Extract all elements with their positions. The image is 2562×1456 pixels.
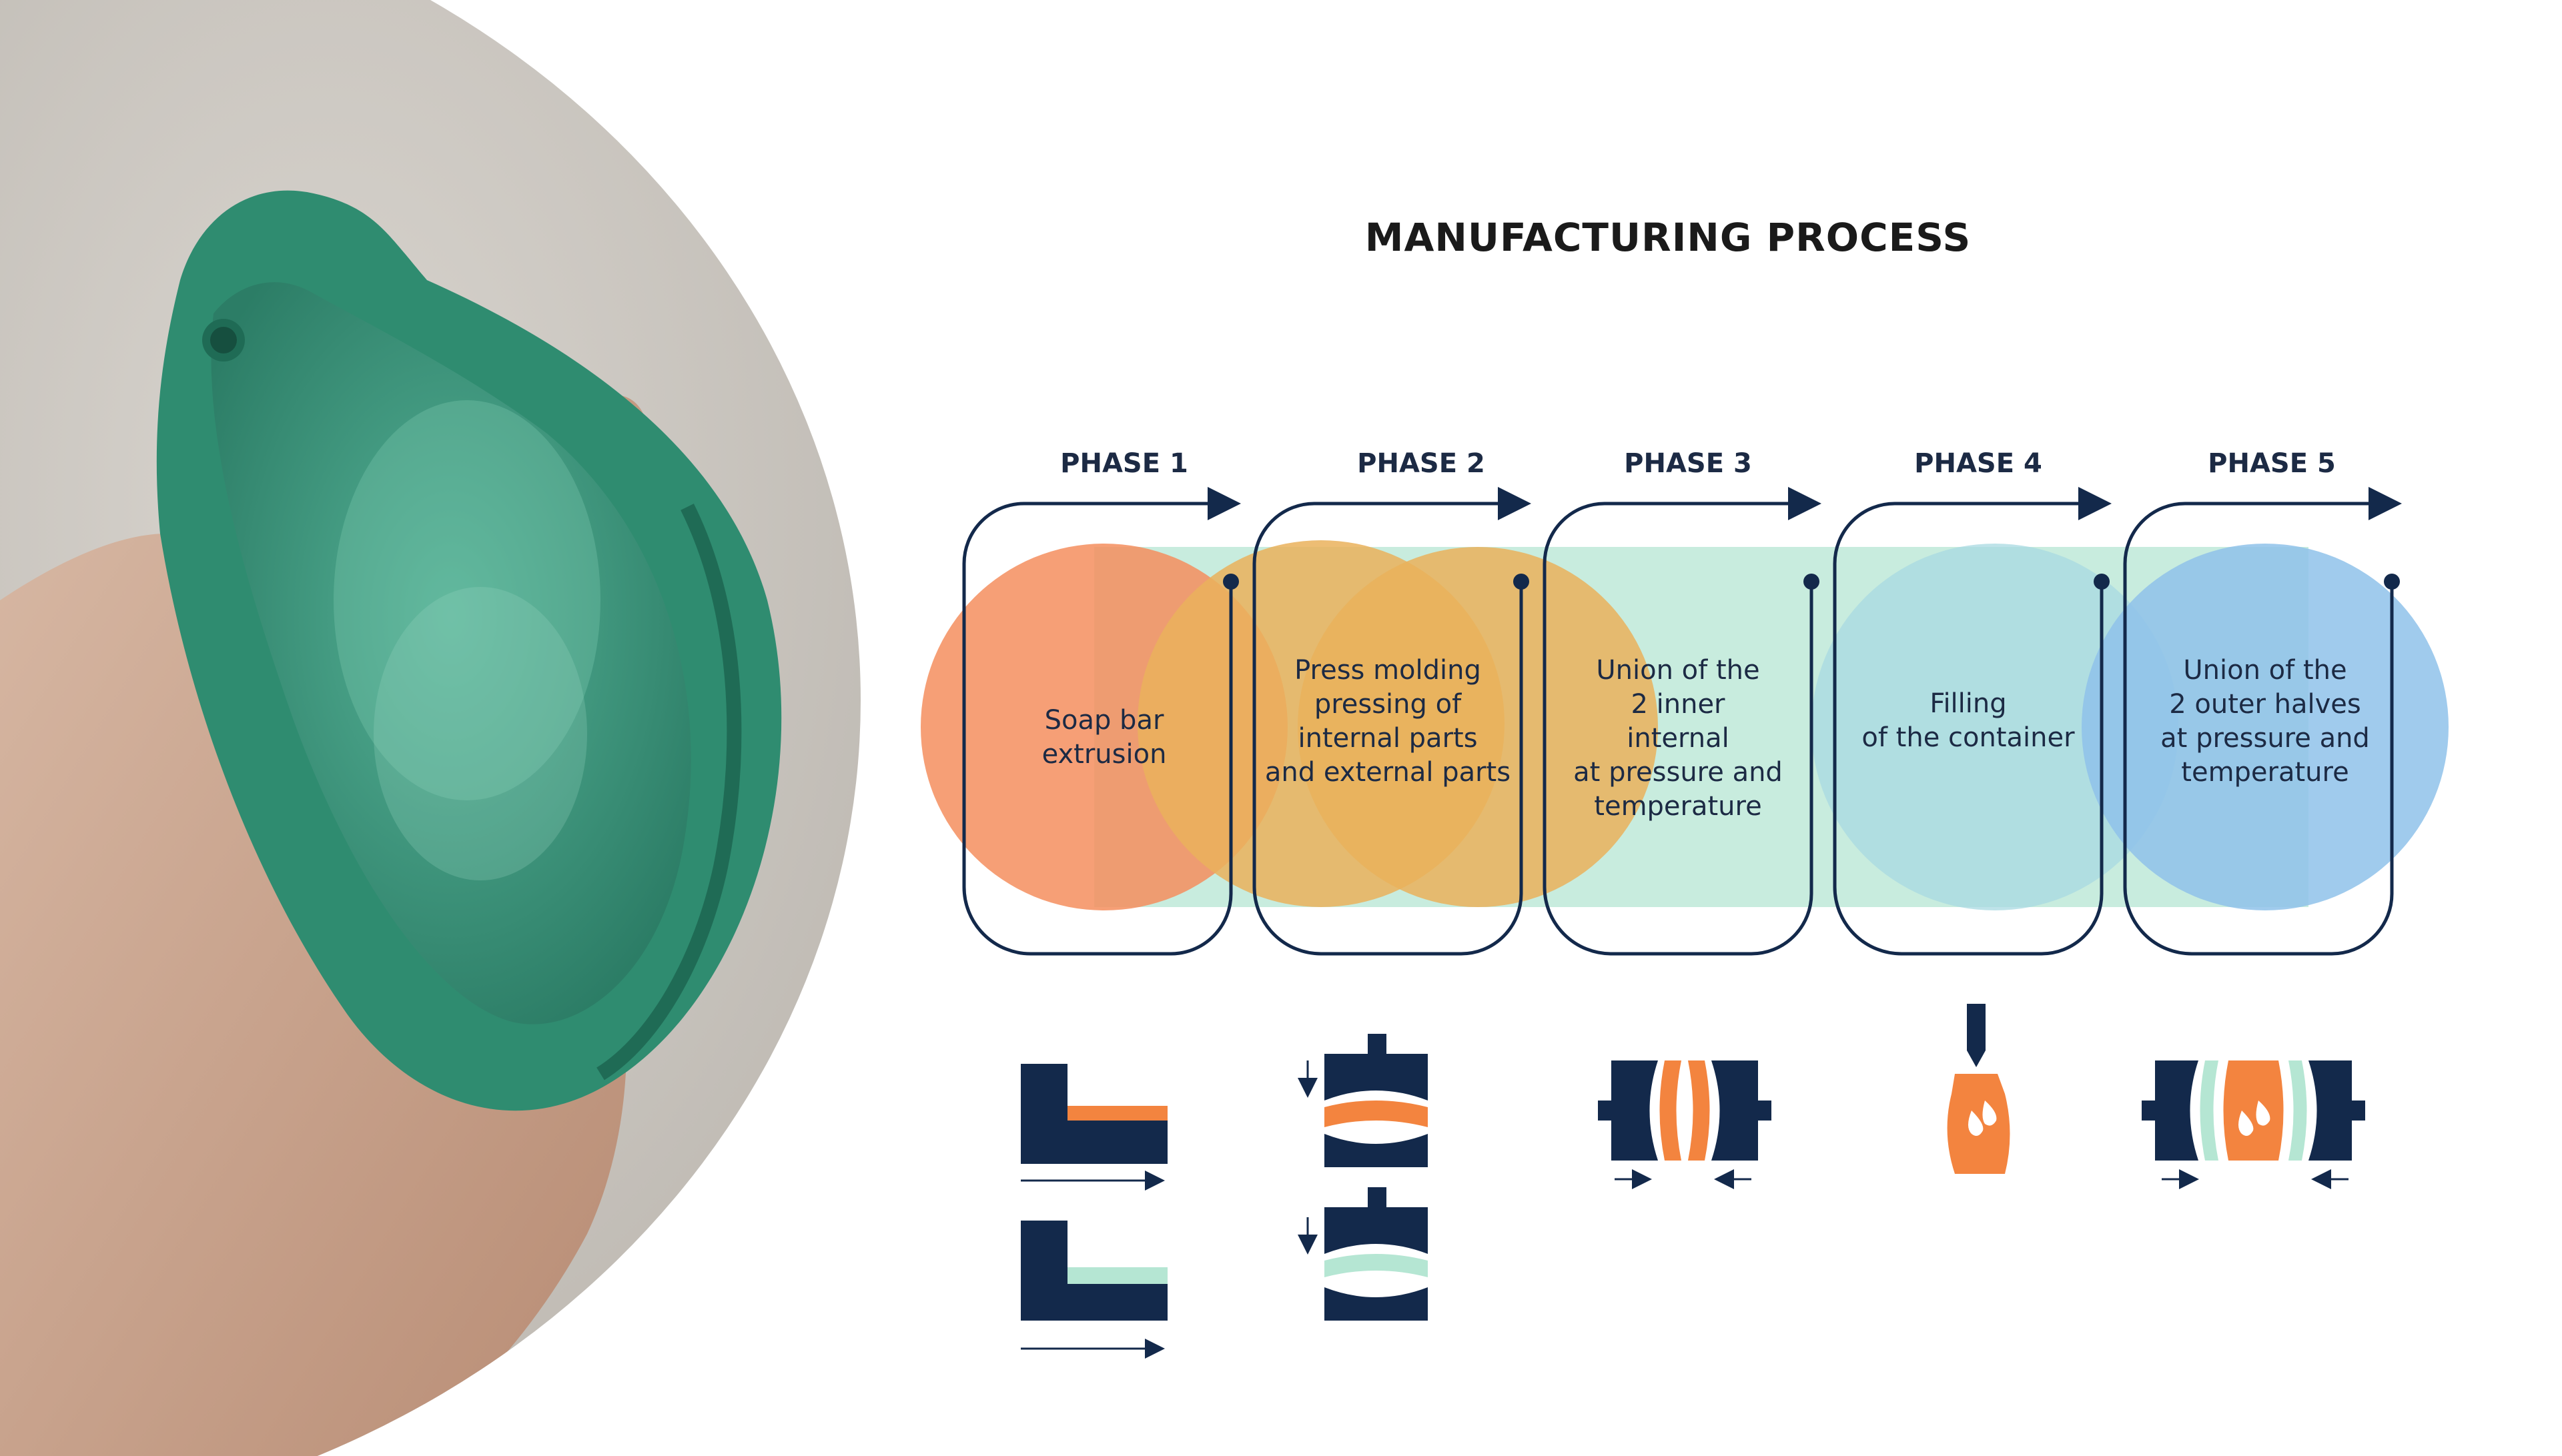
phase-5-loop — [2123, 487, 2402, 956]
phase-5-line-2: 2 outer halves — [2169, 689, 2361, 720]
phase-2-label: PHASE 2 — [1357, 448, 1485, 479]
extrusion-icon-2 — [1021, 1221, 1168, 1359]
phase-3-description: Union of the 2 inner internal at pressur… — [1538, 654, 1818, 824]
phase-5-line-4: temperature — [2181, 757, 2349, 788]
phase-5-description: Union of the 2 outer halves at pressure … — [2125, 654, 2405, 790]
phase-5-circle — [2082, 544, 2449, 910]
phase-4-description: Filling of the container — [1828, 687, 2108, 755]
phase-4-dot — [2094, 574, 2110, 590]
phase-4-line-2: of the container — [1861, 722, 2075, 753]
outer-union-press-icon — [2142, 1060, 2365, 1189]
phase-5-dot — [2384, 574, 2400, 590]
phase-3-line-4: at pressure and — [1573, 757, 1783, 788]
phase-3-label: PHASE 3 — [1624, 448, 1752, 479]
inner-union-press-icon — [1598, 1060, 1771, 1189]
filling-nozzle-icon — [1947, 1004, 2010, 1174]
extrusion-icon — [1021, 1064, 1168, 1191]
phase-1-dot — [1223, 574, 1239, 590]
phase-2-line-4: and external parts — [1264, 757, 1511, 788]
phase-1-loop — [962, 487, 1241, 956]
phase-2-line-2: pressing of — [1314, 689, 1462, 720]
phase-1-description: Soap bar extrusion — [964, 704, 1244, 772]
phase-5-line-1: Union of the — [2183, 655, 2347, 686]
phase-4-line-1: Filling — [1930, 688, 2007, 719]
phase-4-loop — [1833, 487, 2112, 956]
press-molding-icon-2 — [1298, 1187, 1428, 1321]
phase-3-line-1: Union of the — [1596, 655, 1760, 686]
phase-2-description: Press molding pressing of internal parts… — [1248, 654, 1528, 790]
phase-3-line-5: temperature — [1594, 791, 1762, 822]
phase-3-line-2: 2 inner — [1631, 689, 1725, 720]
phase-5-line-3: at pressure and — [2160, 723, 2370, 754]
phase-3-dot — [1803, 574, 1819, 590]
phase-1-line-1: Soap bar — [1044, 705, 1164, 736]
phase-3-line-3: internal — [1627, 723, 1729, 754]
phase-2-line-3: internal parts — [1298, 723, 1478, 754]
phase-4-circle — [1811, 544, 2178, 910]
phase-3-loop — [1543, 487, 1821, 956]
phase-4-label: PHASE 4 — [1914, 448, 2042, 479]
phase-1-label: PHASE 1 — [1060, 448, 1188, 479]
press-molding-icon — [1298, 1034, 1428, 1167]
phase-2-line-1: Press molding — [1294, 655, 1481, 686]
phase-2-dot — [1513, 574, 1529, 590]
diagram-title: MANUFACTURING PROCESS — [1364, 215, 1972, 260]
phase-2b-circle — [1298, 547, 1658, 907]
phase-2-loop — [1252, 487, 1531, 956]
phase-5-label: PHASE 5 — [2208, 448, 2336, 479]
phase-1-line-2: extrusion — [1041, 739, 1167, 770]
